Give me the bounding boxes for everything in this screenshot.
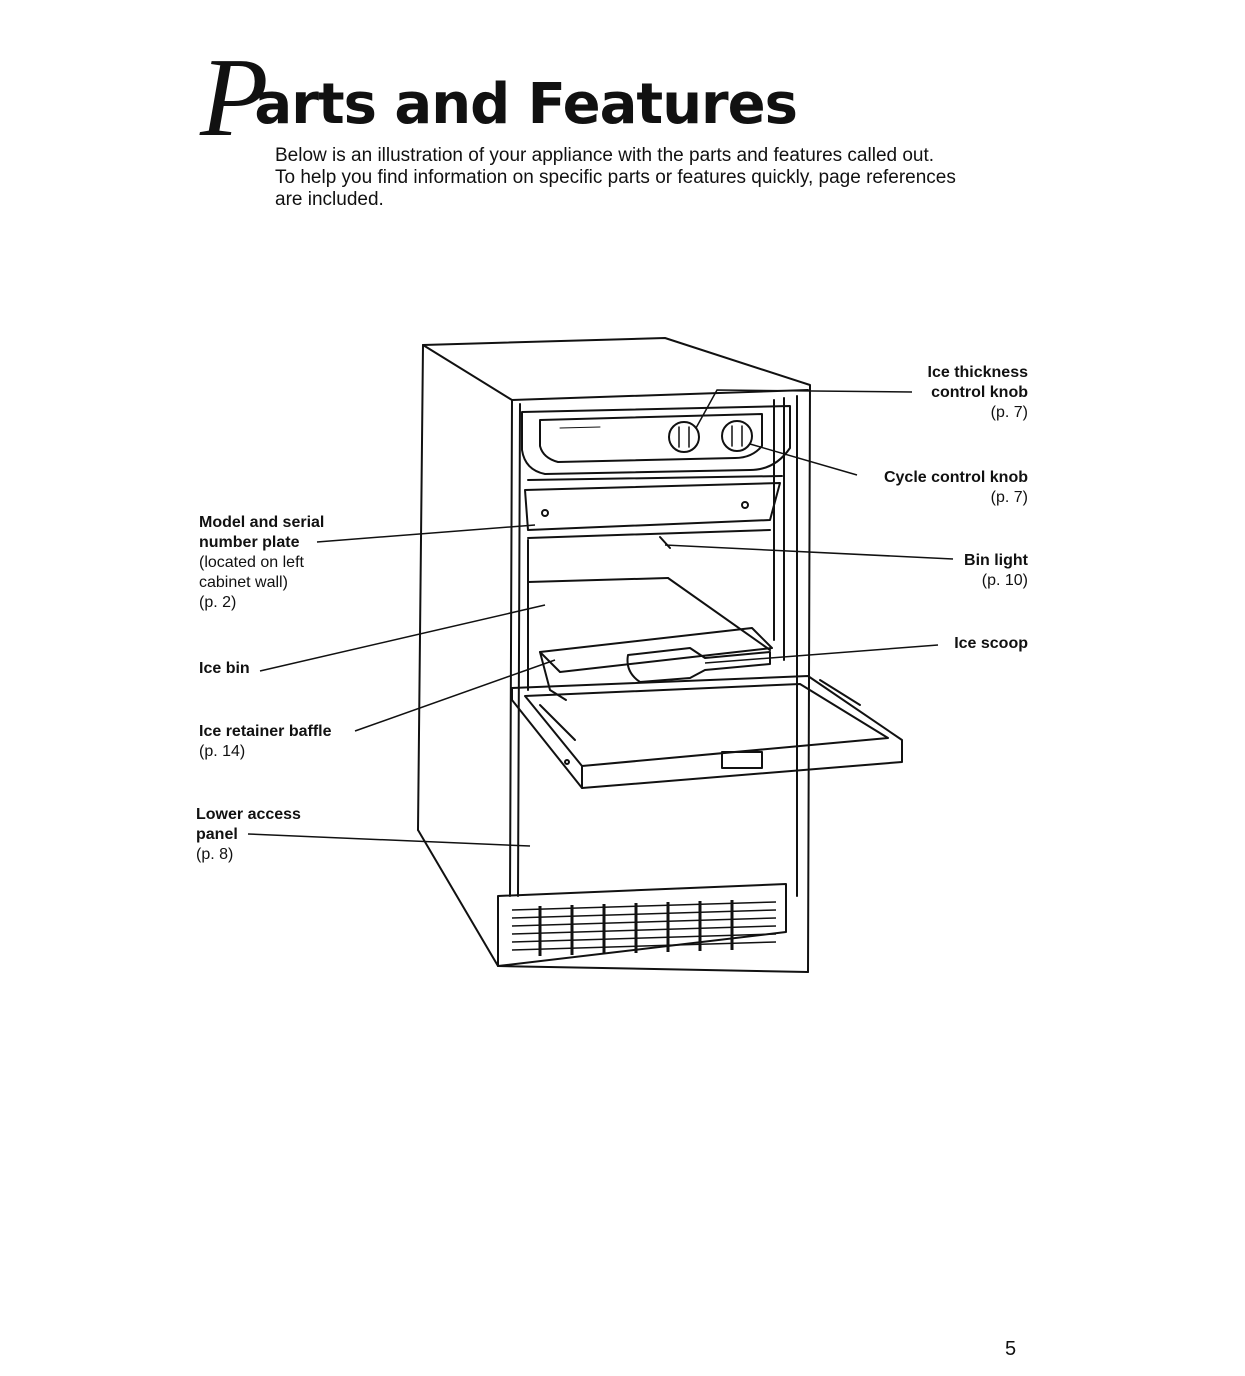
page-number: 5 — [1005, 1338, 1016, 1361]
callout-model-serial-note-1: (located on left — [199, 553, 369, 573]
ice-retainer-baffle — [540, 628, 772, 700]
callout-model-serial-name-2: number plate — [199, 533, 369, 553]
callout-ice-scoop-name: Ice scoop — [830, 634, 1028, 654]
upper-interior — [525, 483, 780, 548]
ice-thickness-control-knob[interactable] — [669, 422, 699, 452]
callout-lower-access-name-1: Lower access — [196, 805, 346, 825]
callout-bin-light-ref: (p. 10) — [830, 571, 1028, 591]
callout-ice-thickness-ref: (p. 7) — [830, 403, 1028, 423]
callout-cycle-control-ref: (p. 7) — [830, 488, 1028, 508]
leader-lines — [248, 390, 953, 846]
callout-ice-bin-name: Ice bin — [199, 659, 319, 679]
open-door[interactable] — [512, 676, 902, 788]
callout-bin-light-name: Bin light — [830, 551, 1028, 571]
callout-cycle-control-name: Cycle control knob — [830, 468, 1028, 488]
grille-slats — [512, 902, 776, 950]
callout-model-serial: Model and serial number plate (located o… — [199, 513, 369, 613]
callout-ice-thickness-name-2: control knob — [830, 383, 1028, 403]
callout-bin-light: Bin light (p. 10) — [830, 551, 1028, 591]
callout-ice-retainer-ref: (p. 14) — [199, 742, 369, 762]
callout-lower-access-name-2: panel — [196, 825, 346, 845]
cycle-control-knob[interactable] — [722, 421, 752, 451]
callout-ice-thickness: Ice thickness control knob (p. 7) — [830, 363, 1028, 423]
callout-model-serial-note-2: cabinet wall) — [199, 573, 369, 593]
callout-lower-access: Lower access panel (p. 8) — [196, 805, 346, 865]
callout-ice-scoop: Ice scoop — [830, 634, 1028, 654]
callout-model-serial-name-1: Model and serial — [199, 513, 369, 533]
callout-model-serial-ref: (p. 2) — [199, 593, 369, 613]
callout-ice-bin: Ice bin — [199, 659, 319, 679]
toe-kick-grille — [498, 884, 808, 972]
callout-lower-access-ref: (p. 8) — [196, 845, 346, 865]
callout-ice-thickness-name-1: Ice thickness — [830, 363, 1028, 383]
callout-ice-retainer: Ice retainer baffle (p. 14) — [199, 722, 369, 762]
callout-cycle-control: Cycle control knob (p. 7) — [830, 468, 1028, 508]
callout-ice-retainer-name: Ice retainer baffle — [199, 722, 369, 742]
ice-scoop[interactable] — [628, 648, 771, 682]
